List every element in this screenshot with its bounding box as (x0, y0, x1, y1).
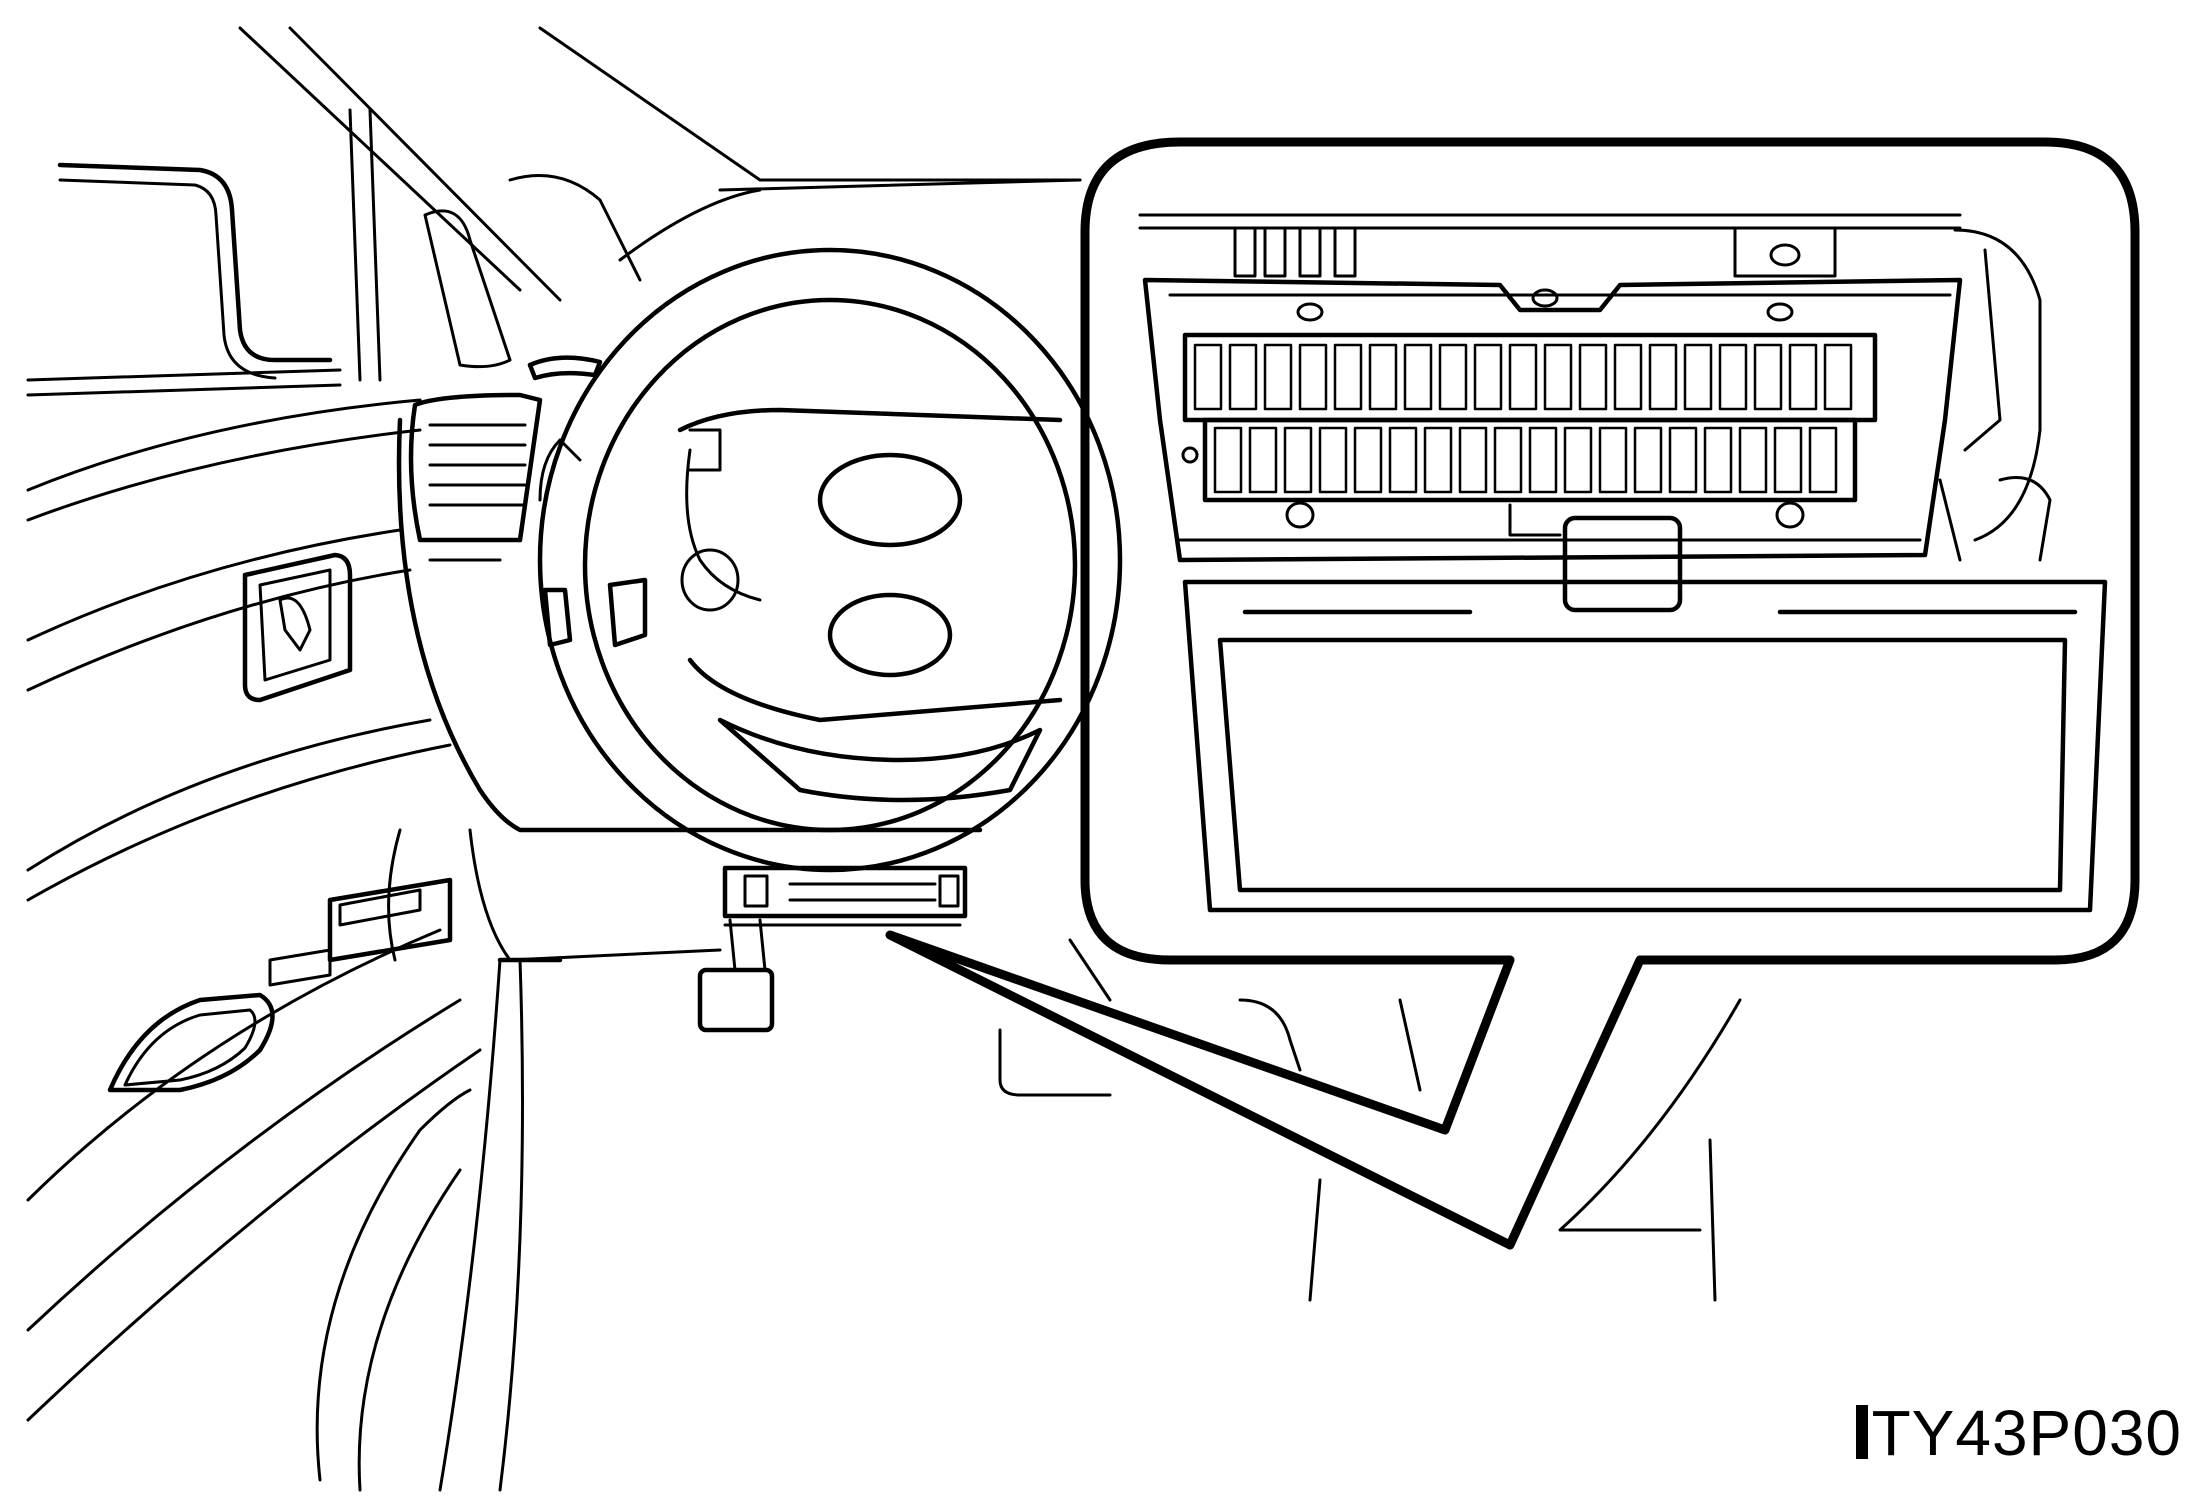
callout-bubble (885, 137, 2140, 1250)
figure-code-bar (1855, 1405, 1868, 1459)
fuse-box-cover (1182, 515, 2108, 913)
fuse-row-upper (1193, 343, 1853, 411)
figure-code-text: TY43P030 (1871, 1397, 2182, 1469)
car-interior-drawing (26, 26, 1742, 1492)
figure-code-label: TY43P030 (1855, 1401, 2182, 1465)
fuse-row-lower (1213, 426, 1838, 494)
fuse-box-detail (1138, 213, 2052, 563)
